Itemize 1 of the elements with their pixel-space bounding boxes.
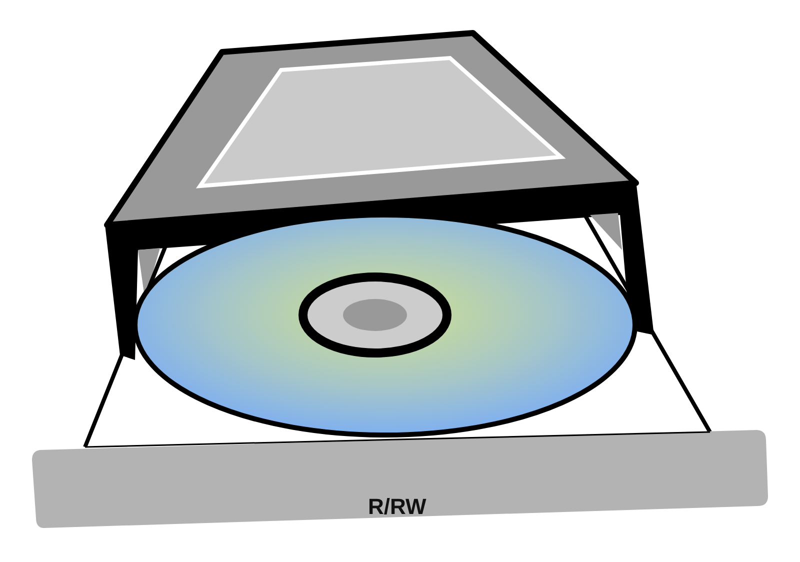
drive-label: R/RW [368,494,426,520]
